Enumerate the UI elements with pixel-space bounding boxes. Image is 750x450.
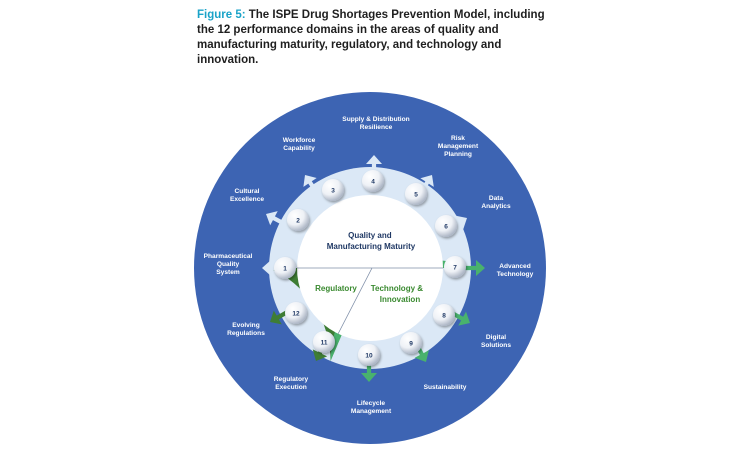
domain-2-arrow xyxy=(266,211,288,227)
center-regulatory-label: Regulatory xyxy=(315,284,357,293)
domain-5-node: 5 xyxy=(405,183,427,205)
domain-7-arrow xyxy=(462,260,485,276)
domain-4-ball xyxy=(362,170,384,192)
domain-11-ball xyxy=(313,331,335,353)
domain-10-arrow xyxy=(361,359,377,382)
domain-6-label-line: Analytics xyxy=(481,203,511,210)
domain-4-label-line: Supply & Distribution xyxy=(342,116,409,123)
domain-11-label-line: Execution xyxy=(275,384,307,391)
domain-12-number: 12 xyxy=(292,310,300,317)
domain-4-arrow xyxy=(366,155,382,178)
domain-8-ball xyxy=(433,304,455,326)
figure-caption-text: The ISPE Drug Shortages Prevention Model… xyxy=(197,9,545,66)
domain-9-label: Sustainability xyxy=(424,384,467,391)
domain-10-label-line: Lifecycle xyxy=(357,400,386,407)
domain-3-label-line: Capability xyxy=(283,145,315,152)
domain-5-label-line: Risk xyxy=(451,135,465,142)
domain-1-arrow xyxy=(262,260,285,276)
domain-7-ball xyxy=(444,256,466,278)
domain-2-number: 2 xyxy=(296,217,300,224)
domain-1-label-line: Quality xyxy=(217,261,240,268)
domain-12-label-line: Evolving xyxy=(232,322,259,329)
domain-3-ball xyxy=(322,179,344,201)
domain-1-label-line: System xyxy=(216,269,240,276)
domain-12-node: 12 xyxy=(285,302,307,324)
domain-4-node: 4 xyxy=(362,170,384,192)
domain-6-label-line: Data xyxy=(489,195,504,202)
domain-11-node: 11 xyxy=(313,331,335,353)
domain-10-number: 10 xyxy=(365,352,373,359)
domain-9-ball xyxy=(400,332,422,354)
domain-6-number: 6 xyxy=(444,223,448,230)
domain-5-number: 5 xyxy=(414,191,418,198)
figure-caption: Figure 5: The ISPE Drug Shortages Preven… xyxy=(197,8,557,68)
domain-1-node: 1 xyxy=(274,257,296,279)
domain-10-label-line: Management xyxy=(351,408,392,415)
domain-8-number: 8 xyxy=(442,312,446,319)
domain-4-label-line: Resilience xyxy=(360,124,393,131)
center-diagonal-divider xyxy=(337,267,373,335)
figure-label: Figure 5: xyxy=(197,9,246,21)
domain-11-label-line: Regulatory xyxy=(274,376,309,383)
domain-8-label-line: Digital xyxy=(486,334,506,341)
domain-6-node: 6 xyxy=(435,215,457,237)
domain-4-number: 4 xyxy=(371,178,375,185)
domain-9-node: 9 xyxy=(400,332,422,354)
domain-1-label-line: Pharmaceutical xyxy=(204,253,253,260)
domain-2-node: 2 xyxy=(287,209,309,231)
domain-7-number: 7 xyxy=(453,264,457,271)
center-quality-line-2: Manufacturing Maturity xyxy=(327,242,416,251)
domain-5-label-line: Planning xyxy=(444,151,472,158)
domain-2-label-line: Cultural xyxy=(235,188,260,195)
domain-3-arrow xyxy=(303,175,320,196)
domain-3-label-line: Workforce xyxy=(283,137,316,144)
domain-7-label-line: Advanced xyxy=(499,263,531,270)
domain-6-ball xyxy=(435,215,457,237)
domain-9-label-line: Sustainability xyxy=(424,384,467,391)
center-technology-line-2: Innovation xyxy=(380,295,421,304)
domain-3-number: 3 xyxy=(331,187,335,194)
domain-3-node: 3 xyxy=(322,179,344,201)
domain-10-node: 10 xyxy=(358,344,380,366)
domain-1-ball xyxy=(274,257,296,279)
center-quality-line-1: Quality and xyxy=(348,231,392,240)
domain-7-label-line: Technology xyxy=(497,271,534,278)
domain-9-number: 9 xyxy=(409,340,413,347)
domain-7-node: 7 xyxy=(444,256,466,278)
domain-1-number: 1 xyxy=(283,265,287,272)
center-quality-label: Quality and Manufacturing Maturity xyxy=(327,231,416,251)
domain-12-ball xyxy=(285,302,307,324)
domain-2-ball xyxy=(287,209,309,231)
domain-8-node: 8 xyxy=(433,304,455,326)
domain-5-label-line: Management xyxy=(438,143,479,150)
domain-12-label-line: Regulations xyxy=(227,330,265,337)
domain-11-number: 11 xyxy=(321,339,328,346)
center-technology-label: Technology & Innovation xyxy=(371,284,426,304)
domain-8-label-line: Solutions xyxy=(481,342,511,349)
domain-5-ball xyxy=(405,183,427,205)
domain-10-ball xyxy=(358,344,380,366)
domain-2-label-line: Excellence xyxy=(230,196,264,203)
center-technology-line-1: Technology & xyxy=(371,284,424,293)
